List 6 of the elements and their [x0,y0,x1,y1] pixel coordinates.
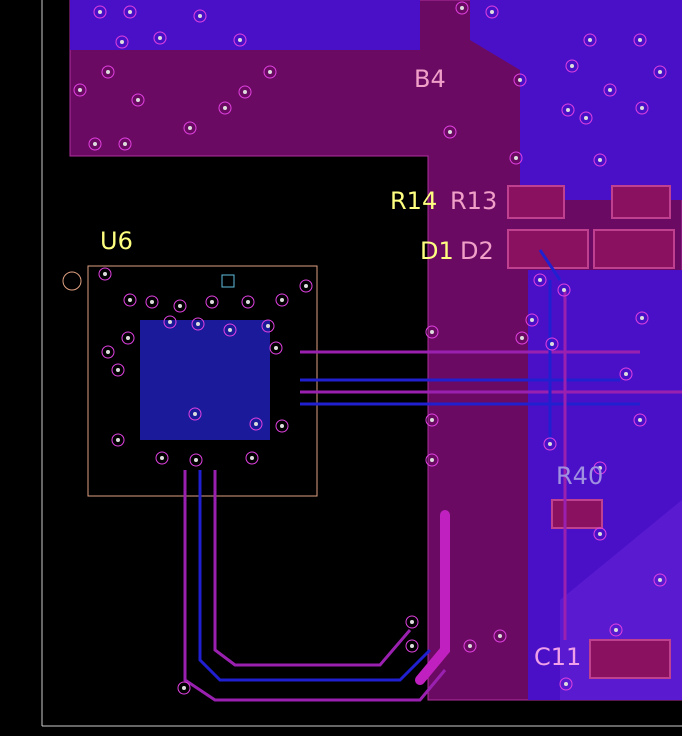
component-designator: B4 [414,66,446,92]
component-designator: R13 [450,188,498,214]
component-designator: C11 [534,644,582,670]
component-designator: D2 [460,238,494,264]
component-designator: U6 [100,228,133,254]
component-designator: D1 [420,238,454,264]
